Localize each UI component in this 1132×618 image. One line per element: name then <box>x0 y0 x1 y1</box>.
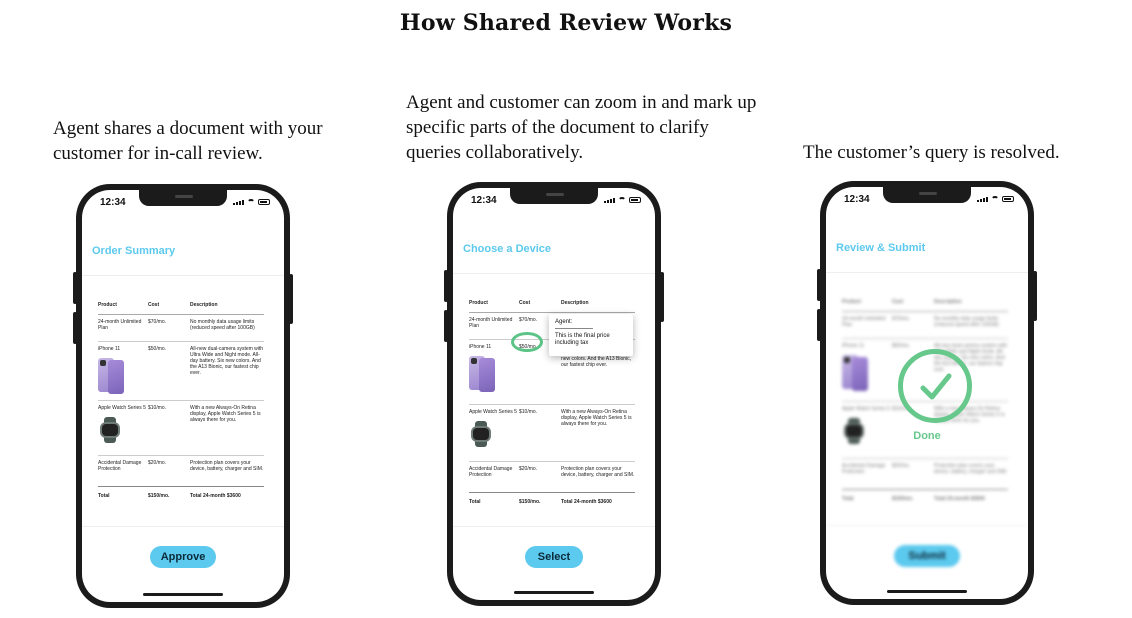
done-check-icon <box>898 349 972 423</box>
select-button[interactable]: Select <box>525 546 583 568</box>
table-row: 24-month Unlimited Plan$70/mo.No monthly… <box>98 315 264 342</box>
wifi-icon <box>618 197 626 203</box>
caption-step-3: The customer’s query is resolved. <box>803 142 1060 163</box>
table-row: Apple Watch Series 5 $10/mo.With a new A… <box>842 402 1008 459</box>
page-title: How Shared Review Works <box>399 10 733 36</box>
notch <box>883 187 971 203</box>
home-indicator <box>514 591 594 594</box>
watch-image <box>842 418 866 444</box>
wifi-icon <box>247 199 255 205</box>
submit-button[interactable]: Submit <box>894 545 960 567</box>
iphone-image <box>98 358 124 394</box>
status-time: 12:34 <box>471 195 497 206</box>
table-row: Apple Watch Series 5 $10/mo.With a new A… <box>469 405 635 462</box>
status-icons <box>233 199 270 205</box>
table-row: Accidental Damage Protection$20/mo.Prote… <box>842 463 1008 475</box>
notch <box>510 188 598 204</box>
screen-title: Order Summary <box>92 245 176 257</box>
table-row: Apple Watch Series 5 $10/mo.With a new A… <box>98 401 264 456</box>
table-row: iPhone 11 $50/mo. new colors. And the A1… <box>469 340 635 405</box>
status-icons <box>977 196 1014 202</box>
notch <box>139 190 227 206</box>
table-row: iPhone 11 $50/mo.All-new dual-camera sys… <box>98 342 264 401</box>
table-row: Accidental Damage Protection$20/mo.Prote… <box>469 466 635 478</box>
approve-button[interactable]: Approve <box>150 546 216 568</box>
table-total: Total$150/mo.Total 24-month $3600 <box>469 492 635 513</box>
status-time: 12:34 <box>100 197 126 208</box>
caption-step-2: Agent and customer can zoom in and mark … <box>406 92 757 163</box>
home-indicator <box>143 593 223 596</box>
home-indicator <box>887 590 967 593</box>
table-row: Accidental Damage Protection$20/mo.Prote… <box>98 460 264 472</box>
wifi-icon <box>991 196 999 202</box>
agent-annotation: Agent: This is the final price including… <box>549 314 633 356</box>
signal-icon <box>977 197 988 202</box>
iphone-image <box>842 355 868 391</box>
battery-icon <box>1002 196 1014 202</box>
signal-icon <box>233 200 244 205</box>
caption-step-1: Agent shares a document with your custom… <box>53 118 323 164</box>
status-icons <box>604 197 641 203</box>
battery-icon <box>629 197 641 203</box>
table-total: Total$150/mo.Total 24-month $3600 <box>98 486 264 507</box>
watch-image <box>98 417 122 443</box>
screen-title: Review & Submit <box>836 242 926 254</box>
watch-image <box>469 421 493 447</box>
table-total: Total$150/mo.Total 24-month $3600 <box>842 489 1008 510</box>
iphone-image <box>469 356 495 392</box>
signal-icon <box>604 198 615 203</box>
markup-circle <box>511 332 543 352</box>
battery-icon <box>258 199 270 205</box>
status-time: 12:34 <box>844 194 870 205</box>
table-row: 24-month Unlimited Plan$70/mo.No monthly… <box>842 312 1008 339</box>
screen-title: Choose a Device <box>463 243 552 255</box>
done-label: Done <box>913 430 941 442</box>
